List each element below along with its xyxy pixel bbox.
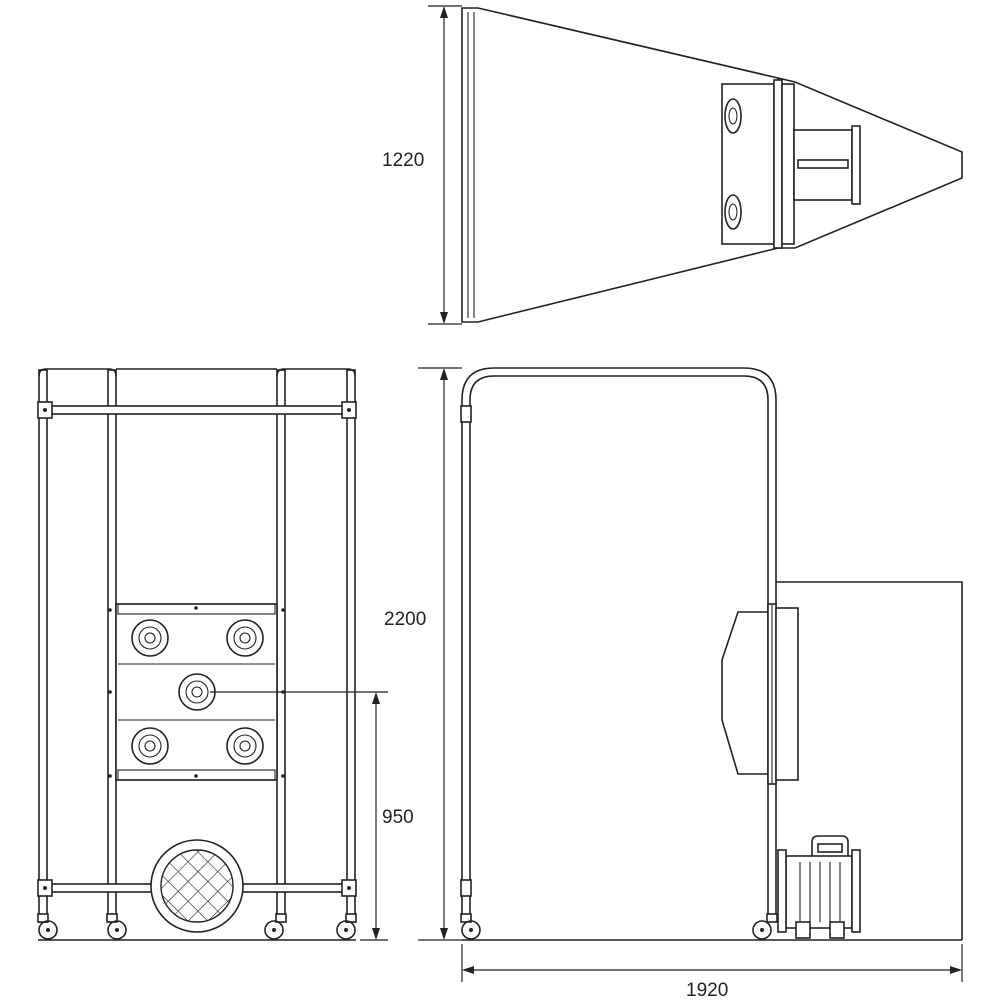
casters-side [460,913,778,940]
dimension-top-depth: 1220 [382,5,462,325]
dimension-height: 2200 [384,367,462,941]
dimension-label-height: 2200 [384,609,426,630]
dimension-inlet-height: 950 [210,691,414,941]
filter-top-left [131,619,169,657]
portable-fan [777,835,861,939]
top-view: 1220 [382,5,963,325]
side-view: 2200 [384,367,963,1001]
dimension-label-top-depth: 1220 [382,150,424,171]
filter-top-right [226,619,264,657]
dimension-label-inlet-height: 950 [382,807,414,828]
dimension-width: 1920 [461,944,963,1001]
dimension-label-width: 1920 [686,980,728,1000]
filter-bottom-left [131,727,169,765]
casters-front [37,913,357,940]
filter-bottom-right [226,727,264,765]
front-view: 950 [37,368,414,941]
fan-grille [150,839,244,933]
